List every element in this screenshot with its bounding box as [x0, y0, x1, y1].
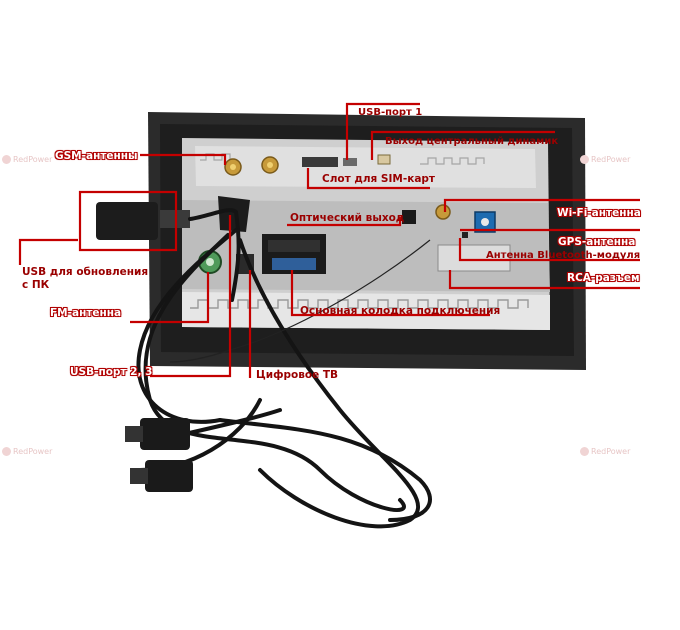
watermark-row-1: RedPower	[2, 155, 52, 164]
rca-block	[437, 244, 511, 272]
watermark-logo-icon	[2, 155, 11, 164]
callout-lines	[18, 102, 640, 378]
label-bluetooth-antenna: Антенна Bluetooth-модуля	[486, 250, 641, 261]
label-usb-port-2-3: USB-порт 2, 3	[70, 366, 153, 378]
watermark-row-2: RedPower	[2, 447, 52, 456]
label-center-speaker: Выход центральный динамик	[385, 136, 559, 147]
usb-update-plug	[96, 196, 250, 240]
label-gsm-antenna: GSM-антенны	[55, 150, 138, 162]
main-harness-connector	[262, 234, 326, 274]
wifi-antenna-connector	[435, 204, 451, 220]
label-wifi-antenna: Wi-Fi-антенна	[557, 207, 641, 219]
watermark-logo-icon	[580, 447, 589, 456]
sim-slot	[302, 157, 357, 167]
label-usb-update-line-2: с ПК	[22, 279, 50, 291]
gsm-antenna-connectors	[224, 156, 279, 176]
watermark-logo-icon	[2, 447, 11, 456]
label-digital-tv: Цифровое ТВ	[256, 369, 339, 381]
label-rca: RCA-разъем	[567, 272, 640, 284]
label-fm-antenna: FM-антенна	[50, 307, 122, 319]
label-main-connector: Основная колодка подключения	[300, 305, 501, 317]
label-usb-update-line-1: USB для обновления	[22, 266, 149, 278]
chassis	[182, 138, 550, 330]
label-gps-antenna: GPS-антенна	[558, 236, 636, 248]
watermark-row-1b: RedPower	[580, 155, 630, 164]
label-optical-out: Оптический выход	[290, 212, 405, 224]
bluetooth-antenna-connector	[462, 232, 468, 238]
watermark-logo-icon	[580, 155, 589, 164]
watermark-row-2b: RedPower	[580, 447, 630, 456]
gps-antenna-connector	[474, 211, 496, 233]
label-sim-slot: Слот для SIM-карт	[322, 173, 436, 185]
label-usb-port-1: USB-порт 1	[358, 107, 423, 118]
usb-port-plugs	[125, 418, 193, 492]
optical-out-port	[402, 210, 416, 224]
center-speaker-connector	[377, 154, 391, 165]
thin-antenna-wire	[169, 239, 431, 363]
